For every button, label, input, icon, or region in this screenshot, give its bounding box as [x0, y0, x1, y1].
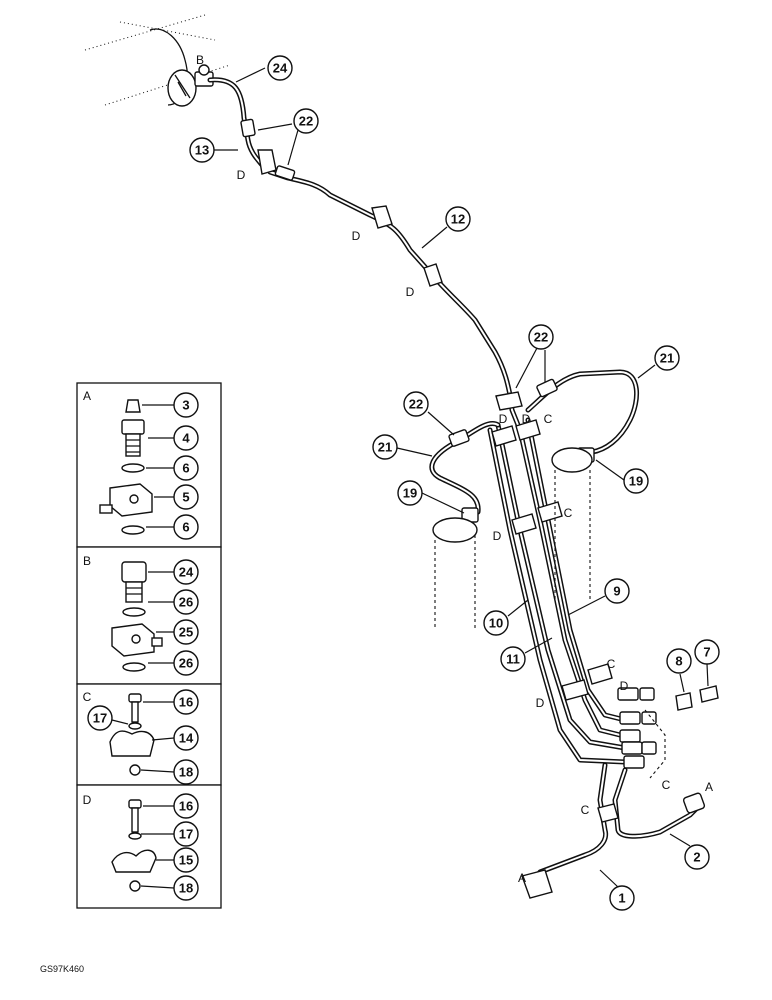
svg-text:18: 18 — [179, 881, 193, 896]
callout-21-right: 21 — [637, 345, 680, 379]
svg-text:6: 6 — [182, 461, 189, 476]
svg-text:21: 21 — [378, 440, 392, 455]
callout-23: 24 — [235, 55, 293, 83]
svg-text:13: 13 — [195, 143, 209, 158]
svg-text:6: 6 — [182, 520, 189, 535]
letter-c-bundle-top: C — [544, 412, 553, 426]
svg-text:12: 12 — [451, 212, 465, 227]
svg-text:8: 8 — [675, 654, 682, 669]
svg-text:22: 22 — [534, 330, 548, 345]
svg-text:1: 1 — [618, 891, 625, 906]
detail-panels: A 3 4 6 5 6 B — [76, 382, 222, 909]
callout-1: 1 — [599, 869, 635, 911]
svg-text:25: 25 — [179, 625, 193, 640]
svg-text:4: 4 — [182, 431, 190, 446]
callout-22-top: 22 — [257, 108, 319, 166]
svg-text:17: 17 — [179, 827, 193, 842]
callout-21-left: 21 — [372, 434, 433, 460]
panel-a: A 3 4 6 5 6 — [83, 389, 199, 540]
callout-22-mid: 22 — [515, 324, 554, 389]
upper-pipe — [207, 77, 513, 398]
svg-text:22: 22 — [409, 397, 423, 412]
callout-22-left: 22 — [403, 391, 455, 436]
svg-text:26: 26 — [179, 595, 193, 610]
right-branch — [525, 369, 640, 600]
callout-11: 11 — [500, 637, 553, 672]
svg-text:11: 11 — [506, 652, 520, 667]
panel-c: C 16 17 14 18 — [83, 689, 199, 785]
callout-9: 9 — [567, 578, 630, 616]
letter-d-fittings: D — [620, 679, 629, 693]
letter-d-12a: D — [352, 229, 361, 243]
svg-text:2: 2 — [693, 850, 700, 865]
left-branch — [429, 421, 501, 630]
svg-text:10: 10 — [489, 616, 503, 631]
pipe-bundle — [487, 391, 666, 779]
letter-a-right: A — [705, 780, 713, 794]
svg-text:18: 18 — [179, 765, 193, 780]
callout-19-right: 19 — [595, 459, 649, 494]
letter-b-top: B — [196, 53, 204, 67]
letter-c-lower: C — [581, 803, 590, 817]
svg-text:9: 9 — [613, 584, 620, 599]
svg-text:24: 24 — [179, 565, 194, 580]
letter-c-bundle-mid: C — [564, 506, 573, 520]
letter-d-13: D — [237, 168, 246, 182]
reference-letters: B D D D D D C D C C D D C C A A — [196, 53, 713, 885]
svg-text:15: 15 — [179, 853, 193, 868]
svg-text:21: 21 — [660, 351, 674, 366]
svg-text:19: 19 — [629, 474, 643, 489]
svg-text:22: 22 — [299, 114, 313, 129]
callout-2: 2 — [669, 833, 710, 870]
letter-a-left: A — [518, 871, 526, 885]
drawing-code: GS97K460 — [40, 964, 84, 974]
letter-c-fittings: C — [662, 778, 671, 792]
svg-text:14: 14 — [179, 731, 194, 746]
panel-d: D 16 17 15 18 — [83, 793, 199, 901]
lower-lines — [521, 685, 719, 899]
letter-d-12b: D — [406, 285, 415, 299]
callout-19-left: 19 — [397, 480, 465, 514]
letter-c-bundle-low: C — [607, 657, 616, 671]
panel-a-letter: A — [83, 389, 91, 403]
svg-text:26: 26 — [179, 656, 193, 671]
letter-d-bundle-mid: D — [493, 529, 502, 543]
boom-cylinder — [84, 14, 231, 107]
callout-7: 7 — [694, 639, 720, 687]
svg-text:16: 16 — [179, 695, 193, 710]
svg-text:19: 19 — [403, 486, 417, 501]
panel-c-letter: C — [83, 690, 92, 704]
letter-d-bundle-top: D — [499, 412, 508, 426]
letter-d-bundle-top2: D — [522, 412, 531, 426]
svg-text:16: 16 — [179, 799, 193, 814]
callout-12: 12 — [421, 206, 471, 249]
callout-10: 10 — [483, 599, 529, 636]
svg-text:5: 5 — [182, 490, 189, 505]
svg-text:17: 17 — [93, 711, 107, 726]
panel-b-letter: B — [83, 554, 91, 568]
panel-d-letter: D — [83, 793, 92, 807]
svg-text:3: 3 — [182, 398, 189, 413]
svg-text:7: 7 — [703, 645, 710, 660]
svg-text:24: 24 — [273, 61, 288, 76]
callout-8: 8 — [666, 648, 692, 693]
panel-b: B 24 26 25 26 — [83, 554, 199, 676]
callout-13: 13 — [189, 137, 238, 163]
letter-d-bundle-low: D — [536, 696, 545, 710]
